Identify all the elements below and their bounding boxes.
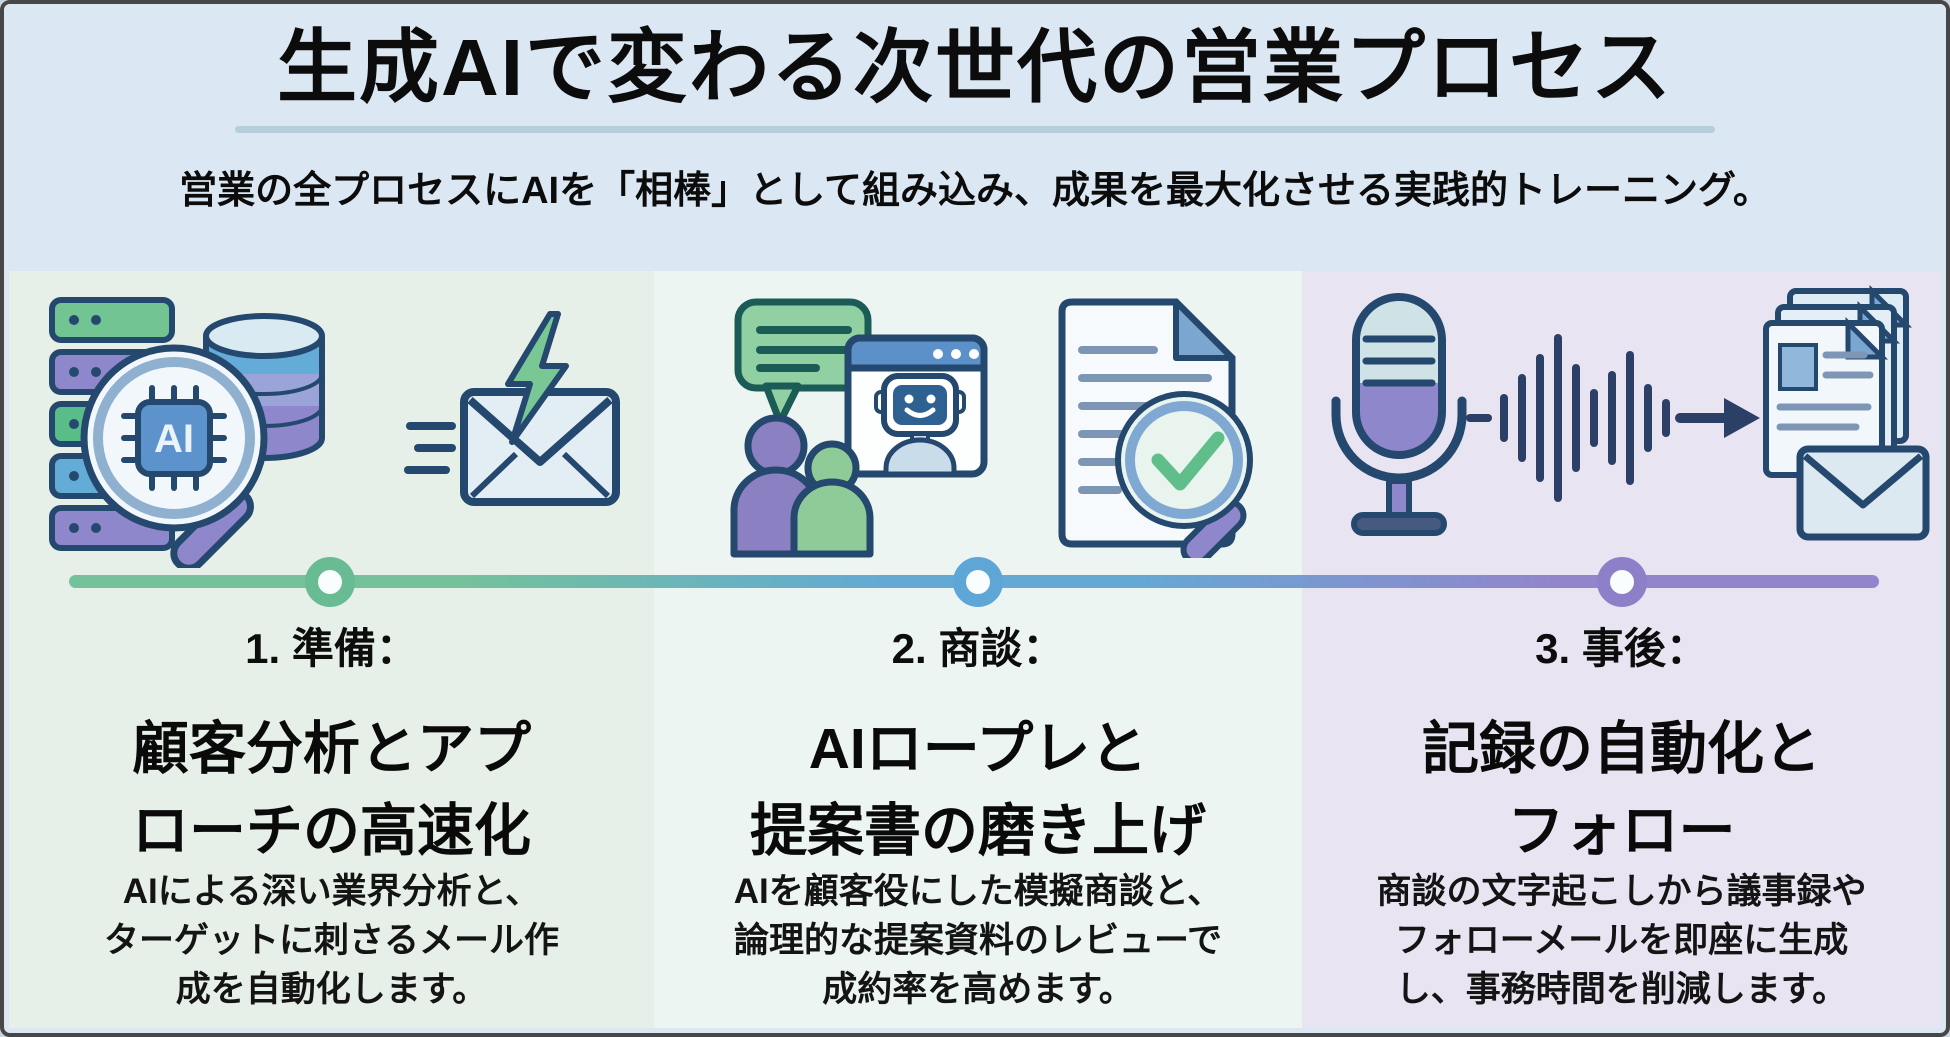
step-3-heading-line2: フォロー [1507,799,1736,863]
ai-roleplay-icon [730,298,988,558]
step-2-heading: AIロープレと 提案書の磨き上げ [654,708,1302,872]
step-3-description: 商談の文字起こしから議事録や フォローメールを即座に生成 し、事務時間を削減しま… [1376,872,1867,1009]
panel-meeting-icons [654,277,1302,569]
envelope-icon [1796,445,1929,541]
step-2-heading-line2: 提案書の磨き上げ [750,799,1206,863]
step-3-label: 3. 事後： [1535,625,1708,672]
people-icon [730,414,874,558]
step-1-description: AIによる深い業界分析と、 ターゲットに刺さるメール作 成を自動化します。 [103,872,559,1009]
title-divider [235,126,1715,133]
step-1-label: 1. 準備： [245,625,418,672]
lightning-icon [504,311,569,445]
ai-chip-label: AI [154,417,194,461]
header: 生成AIで変わる次世代の営業プロセス 営業の全プロセスにAIを「相棒」として組み… [4,4,1946,271]
proposal-review-icon [1058,298,1253,558]
panel-preparation: AI 1. 準備： 顧客分析とアプ [9,271,654,1028]
page-subtitle: 営業の全プロセスにAIを「相棒」として組み込み、成果を最大化させる実践的トレーニ… [179,170,1771,212]
step-2-label: 2. 商談： [891,625,1065,672]
step-2-heading-line1: AIロープレと [808,717,1148,781]
step-3-heading-line1: 記録の自動化と [1422,717,1821,781]
step-1-heading: 顧客分析とアプ ローチの高速化 [9,708,654,872]
panel-after-icons [1302,277,1941,569]
step-1-heading-line2: ローチの高速化 [132,799,531,863]
step-3-heading: 記録の自動化と フォロー [1302,708,1941,872]
page-title: 生成AIで変わる次世代の営業プロセス [277,23,1673,112]
timeline-dot-3 [1597,557,1647,607]
document-stack-icon [1762,284,1912,478]
chat-bubble-icon [734,298,872,426]
panel-preparation-icons: AI [9,277,654,569]
waveform-icon [1465,334,1670,502]
ai-data-analysis-icon: AI [48,297,325,568]
transcription-flow-icon [1331,284,1929,541]
panel-after: 3. 事後： 記録の自動化と フォロー 商談の文字起こしから議事録や フォローメ… [1302,271,1941,1028]
microphone-icon [1331,293,1466,536]
checkmark-magnifier-icon [1115,391,1253,558]
process-band: AI 1. 準備： 顧客分析とアプ [9,271,1941,1028]
step-2-description: AIを顧客役にした模擬商談と、 論理的な提案資料のレビューで 成約率を高めます。 [733,872,1223,1009]
timeline-dot-1 [305,557,355,607]
robot-video-call-icon [844,334,988,478]
arrow-icon [1674,398,1760,438]
step-1-heading-line1: 顧客分析とアプ [132,717,531,781]
lightning-mail-icon [403,311,620,506]
ai-chip-magnifier-icon: AI [80,344,267,568]
timeline-dot-2 [953,557,1003,607]
panel-meeting: 2. 商談： AIロープレと 提案書の磨き上げ AIを顧客役にした模擬商談と、 … [654,271,1302,1028]
checkmark-icon [1151,431,1225,491]
